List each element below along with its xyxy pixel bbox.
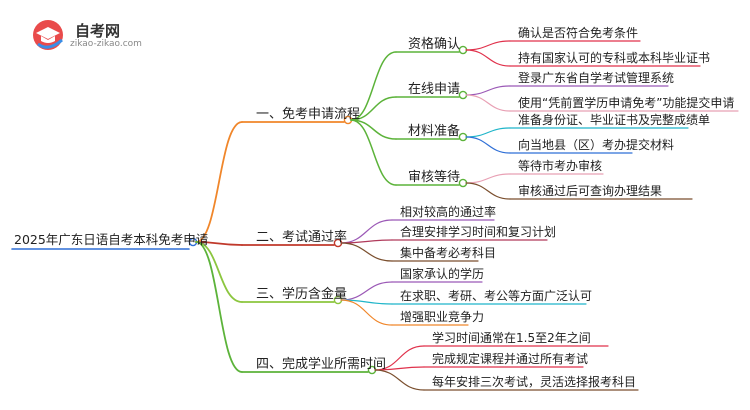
branch-3-label: 三、学历含金量 bbox=[256, 287, 348, 302]
leaf-3-1-connector bbox=[465, 127, 511, 138]
sub-topic-4-label: 审核等待 bbox=[408, 170, 461, 185]
logo-url: zikao-zikao.com bbox=[70, 39, 142, 49]
leaf-4-1-connector bbox=[465, 173, 511, 184]
branch-3-leaf-1-connector bbox=[340, 281, 393, 301]
branch-4-leaf-3-connector bbox=[374, 369, 425, 391]
branch-1-connector bbox=[195, 121, 243, 243]
leaf-1-2-label: 持有国家认可的专科或本科毕业证书 bbox=[518, 51, 711, 65]
sub-2-connector bbox=[350, 96, 397, 121]
branch-4-leaf-3-label: 每年安排三次考试，灵活选择报考科目 bbox=[432, 375, 637, 389]
sub-topic-3-label: 材料准备 bbox=[408, 124, 461, 139]
graduation-cap-icon bbox=[33, 20, 63, 50]
branch-2-label: 二、考试通过率 bbox=[256, 230, 348, 245]
branch-4-label: 四、完成学业所需时间 bbox=[256, 357, 387, 372]
leaf-2-2-connector bbox=[465, 94, 511, 112]
branch-2-leaf-3-label: 集中备考必考科目 bbox=[400, 246, 497, 260]
branch-3-connector bbox=[195, 241, 243, 303]
leaf-3-1-label: 准备身份证、毕业证书及完整成绩单 bbox=[518, 113, 711, 127]
leaf-1-2-connector bbox=[465, 49, 511, 67]
branch-2-leaf-2-label: 合理安排学习时间和复习计划 bbox=[400, 225, 557, 239]
sub-topic-2-label: 在线申请 bbox=[408, 82, 461, 97]
branch-3-leaf-2-label: 在求职、考研、考公等方面广泛认可 bbox=[400, 289, 593, 303]
branch-2-connector bbox=[195, 241, 243, 246]
branch-4-connector bbox=[195, 241, 243, 373]
branch-2-leaf-1-label: 相对较高的通过率 bbox=[400, 205, 497, 219]
leaf-1-1-label: 确认是否符合免考条件 bbox=[518, 26, 639, 40]
leaf-2-2-label: 使用“凭前置学历申请免考”功能提交申请 bbox=[518, 96, 735, 110]
branch-4-leaf-2-label: 完成规定课程并通过所有考试 bbox=[432, 352, 589, 366]
leaf-4-2-label: 审核通过后可查询办理结果 bbox=[518, 184, 663, 198]
leaf-3-2-connector bbox=[465, 136, 511, 154]
site-logo: 自考网 zikao-zikao.com bbox=[28, 18, 178, 52]
sub-4-connector bbox=[350, 119, 397, 186]
leaf-3-2-label: 向当地县（区）考办提交材料 bbox=[518, 138, 675, 152]
branch-3-leaf-1-label: 国家承认的学历 bbox=[400, 267, 485, 281]
leaf-4-2-connector bbox=[465, 182, 511, 200]
leaf-2-1-connector bbox=[465, 85, 511, 96]
sub-1-connector bbox=[350, 51, 397, 121]
branch-2-leaf-2-connector bbox=[340, 239, 393, 244]
branch-3-leaf-3-connector bbox=[340, 299, 393, 326]
sub-topic-1-label: 资格确认 bbox=[408, 37, 461, 52]
leaf-4-1-label: 等待市考办审核 bbox=[518, 159, 603, 173]
branch-4-leaf-1-label: 学习时间通常在1.5至2年之间 bbox=[432, 331, 591, 345]
leaf-1-1-connector bbox=[465, 40, 511, 51]
branch-3-leaf-3-label: 增强职业竞争力 bbox=[400, 310, 485, 324]
root-node-label: 2025年广东日语自考本科免考申请 bbox=[14, 232, 209, 247]
leaf-2-1-label: 登录广东省自学考试管理系统 bbox=[518, 71, 675, 85]
branch-2-leaf-3-connector bbox=[340, 242, 393, 262]
logo-title: 自考网 bbox=[75, 22, 121, 40]
branch-1-label: 一、免考申请流程 bbox=[256, 107, 361, 122]
